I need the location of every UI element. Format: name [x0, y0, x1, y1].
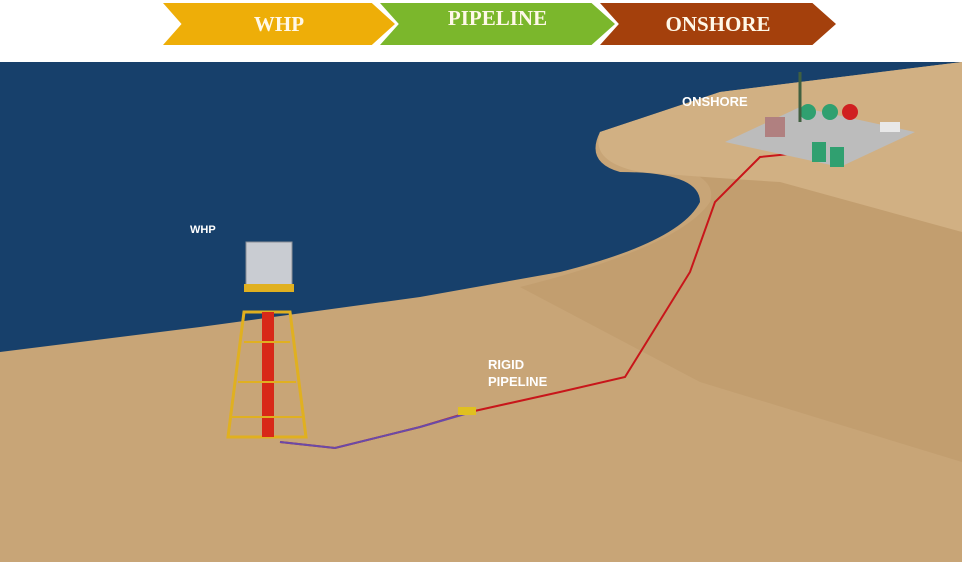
- label-rigid-pipeline: RIGID PIPELINE: [488, 357, 548, 389]
- shore-slope: [520, 122, 962, 462]
- step-whp: WHP: [163, 3, 395, 45]
- step-onshore: ONSHORE: [600, 3, 836, 45]
- process-banner: WHP PIPELINE ONSHORE: [0, 0, 976, 60]
- label-onshore: ONSHORE: [682, 94, 748, 109]
- step-pipeline: PIPELINE: [380, 3, 615, 45]
- label-whp: WHP: [190, 224, 216, 236]
- pipeline-end-manifold: [458, 407, 476, 415]
- whp-jacket: [226, 241, 308, 439]
- pipeline-scene: [0, 62, 962, 562]
- onshore-plant: [725, 72, 915, 167]
- flexible-riser: [279, 413, 466, 450]
